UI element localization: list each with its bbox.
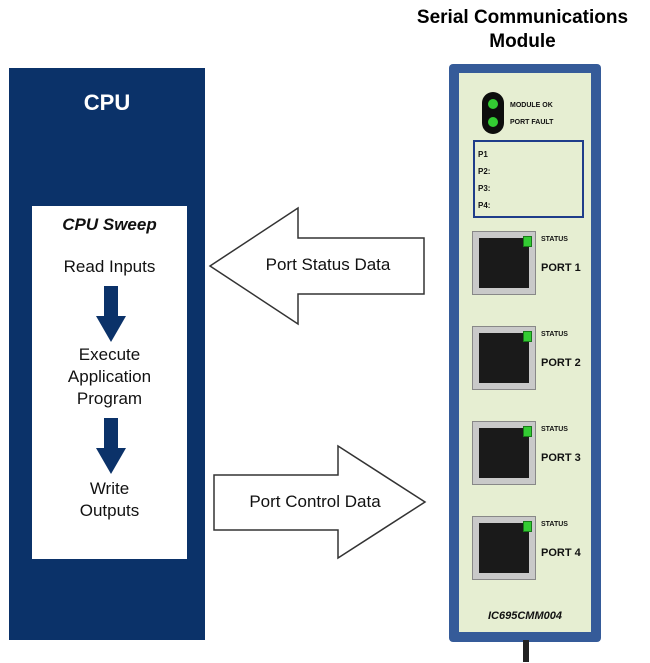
port-2-status-label: STATUS (541, 331, 568, 338)
cpu-title: CPU (83, 90, 131, 115)
execute-step-line-2: Application (67, 367, 152, 386)
port-1-status-led-icon (523, 236, 532, 247)
connector-pin-icon (523, 640, 529, 662)
cpu-sweep-title: CPU Sweep (62, 215, 157, 234)
port-3-status-label: STATUS (541, 426, 568, 433)
module-title-line-1: Serial Communications (416, 7, 629, 28)
module-ok-led-icon (488, 99, 498, 109)
cpu-sweep-box: CPU Sweep Read Inputs Execute Applicatio… (31, 205, 188, 560)
down-arrow-icon (96, 418, 126, 474)
port-2-jack[interactable] (472, 326, 536, 390)
module-title: Serial Communications Module (400, 6, 645, 54)
cpu-block: CPU CPU Sweep Read Inputs Execute Applic… (9, 68, 205, 640)
execute-step-line-3: Program (76, 389, 143, 408)
display-line-p3: P3: (478, 184, 491, 193)
port-3-status-led-icon (523, 426, 532, 437)
port-4-status-led-icon (523, 521, 532, 532)
port-display: P1 P2: P3: P4: (473, 140, 584, 218)
module-ok-label: MODULE OK (510, 102, 553, 109)
port-2-label: PORT 2 (541, 357, 581, 369)
port-control-arrow (213, 444, 427, 560)
port-1-status-label: STATUS (541, 236, 568, 243)
write-step-line-1: Write (89, 479, 130, 498)
port-2-status-led-icon (523, 331, 532, 342)
module-title-line-2: Module (489, 31, 556, 52)
model-label: IC695CMM004 (488, 610, 562, 622)
execute-step-line-1: Execute (78, 345, 141, 364)
port-4-label: PORT 4 (541, 547, 581, 559)
display-line-p2: P2: (478, 167, 491, 176)
display-line-p4: P4: (478, 201, 491, 210)
write-step-line-2: Outputs (79, 501, 140, 520)
port-fault-led-icon (488, 117, 498, 127)
port-3-label: PORT 3 (541, 452, 581, 464)
port-fault-label: PORT FAULT (510, 119, 554, 126)
port-status-label: Port Status Data (265, 255, 391, 274)
read-inputs-step: Read Inputs (63, 257, 156, 276)
port-4-status-label: STATUS (541, 521, 568, 528)
display-line-p1: P1 (478, 150, 488, 159)
down-arrow-icon (96, 286, 126, 342)
port-1-jack[interactable] (472, 231, 536, 295)
led-panel (482, 92, 504, 134)
port-status-arrow (208, 206, 425, 326)
port-control-label: Port Control Data (249, 492, 381, 511)
port-1-label: PORT 1 (541, 262, 581, 274)
